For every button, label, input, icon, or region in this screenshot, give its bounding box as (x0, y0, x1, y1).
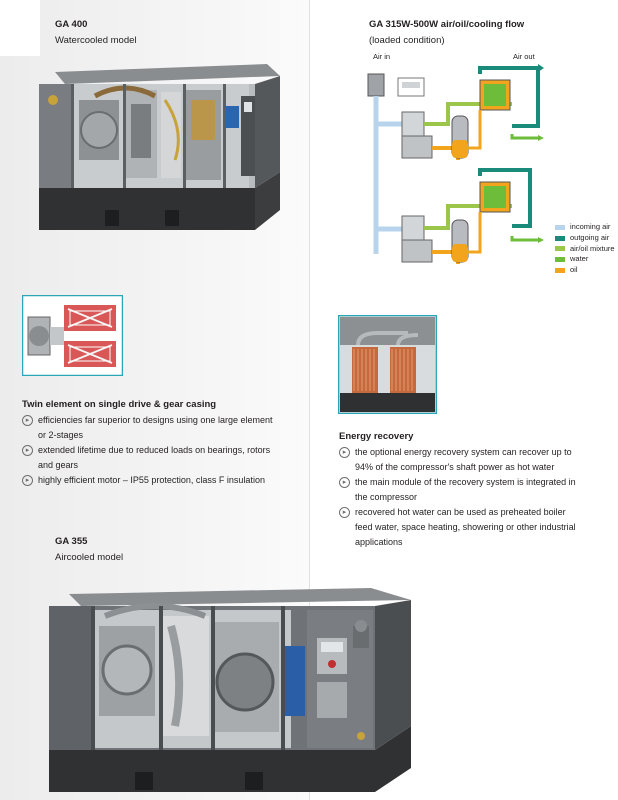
energy-bullet: recovered hot water can be used as prehe… (339, 505, 579, 550)
legend-swatch (555, 246, 565, 252)
legend-swatch (555, 257, 565, 263)
ga400-machine-image (39, 64, 280, 230)
ga355-machine-image (49, 588, 411, 792)
energy-title: Energy recovery (339, 431, 414, 442)
energy-recovery-image (338, 315, 437, 414)
legend-swatch (555, 235, 565, 241)
legend-item: oil (555, 265, 615, 276)
legend-label: oil (570, 265, 578, 275)
legend-item: incoming air (555, 222, 615, 233)
flow-subtitle: (loaded condition) (369, 35, 445, 46)
flow-diagram (367, 64, 544, 264)
corner-cutout (0, 0, 40, 56)
legend-label: air/oil mixture (570, 243, 615, 253)
column-divider (309, 0, 310, 800)
air-out-label: Air out (513, 52, 535, 61)
twin-title: Twin element on single drive & gear casi… (22, 399, 217, 410)
twin-element-image (22, 295, 123, 376)
legend-label: water (570, 254, 589, 264)
energy-bullet-list: the optional energy recovery system can … (339, 445, 579, 550)
energy-bullet: the optional energy recovery system can … (339, 445, 579, 475)
flow-legend: incoming air outgoing air air/oil mixtur… (555, 222, 615, 276)
legend-item: water (555, 254, 615, 265)
ga355-title: GA 355 (55, 536, 88, 547)
legend-label: outgoing air (570, 232, 610, 242)
flow-title: GA 315W-500W air/oil/cooling flow (369, 19, 525, 30)
legend-label: incoming air (570, 222, 611, 231)
legend-item: outgoing air (555, 233, 615, 244)
legend-swatch (555, 268, 565, 274)
legend-swatch (555, 224, 565, 230)
ga400-title: GA 400 (55, 19, 88, 30)
twin-bullet: extended lifetime due to reduced loads o… (22, 443, 277, 473)
legend-item: air/oil mixture (555, 244, 615, 255)
energy-bullet: the main module of the recovery system i… (339, 475, 579, 505)
twin-bullet: efficiencies far superior to designs usi… (22, 413, 277, 443)
air-in-label: Air in (373, 52, 391, 61)
ga400-subtitle: Watercooled model (55, 35, 137, 46)
twin-bullet: highly efficient motor – IP55 protection… (22, 473, 277, 488)
ga355-subtitle: Aircooled model (55, 552, 124, 563)
twin-bullet-list: efficiencies far superior to designs usi… (22, 413, 277, 488)
